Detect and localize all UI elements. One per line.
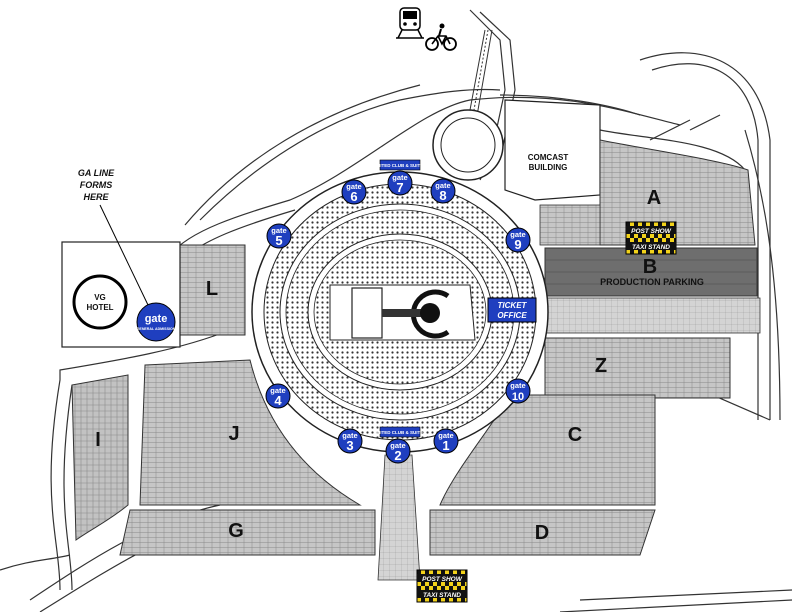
ticket-office[interactable]: TICKET OFFICE: [487, 297, 537, 323]
taxi-stand-south[interactable]: POST SHOW TAXI STAND: [416, 569, 468, 603]
gate-8-word: gate: [435, 181, 450, 190]
ga-gate-word: gate: [145, 313, 168, 325]
ga-line-note: GA LINE FORMS HERE: [78, 168, 149, 306]
lot-g-label: G: [228, 520, 244, 542]
south-walkway: [377, 454, 421, 581]
gate-1-number: 1: [442, 438, 449, 453]
gate-9[interactable]: gate 9: [505, 227, 531, 253]
stadium: [251, 171, 549, 453]
gate-5[interactable]: gate 5: [266, 223, 292, 249]
gate-10[interactable]: gate 10: [505, 378, 531, 404]
gate-5-word: gate: [271, 226, 286, 235]
comcast-building: COMCAST BUILDING: [504, 99, 601, 201]
gate-5-number: 5: [275, 233, 282, 248]
lot-z-label: Z: [595, 355, 607, 377]
taxi-south-line1: POST SHOW: [422, 576, 463, 583]
gate-7[interactable]: gate 7: [387, 170, 413, 196]
comcast-label-line2: BUILDING: [529, 163, 568, 172]
lot-a-access: [539, 204, 601, 246]
lot-i-area: [71, 374, 129, 541]
lot-z-area: [544, 337, 731, 399]
gate-4-number: 4: [274, 393, 282, 408]
taxi-south-line2: TAXI STAND: [423, 592, 461, 599]
gate-10-word: gate: [510, 381, 525, 390]
east-plaza: [529, 297, 761, 334]
united-club-bottom: UNITED CLUB & SUITES: [374, 426, 427, 438]
united-club-bottom-label: UNITED CLUB & SUITES: [374, 430, 427, 435]
gate-3-word: gate: [342, 431, 357, 440]
gate-4[interactable]: gate 4: [265, 383, 291, 409]
gate-7-word: gate: [392, 173, 407, 182]
ticket-office-line1: TICKET: [498, 301, 528, 310]
production-parking-label: PRODUCTION PARKING: [600, 277, 704, 287]
roundabout: [432, 109, 504, 181]
taxi-north-line2: TAXI STAND: [632, 244, 670, 251]
ga-gate[interactable]: gate GENERAL ADMISSION: [136, 302, 176, 342]
gate-6[interactable]: gate 6: [341, 179, 367, 205]
gate-3-number: 3: [346, 438, 353, 453]
gate-6-word: gate: [346, 182, 361, 191]
hotel-label-line1: VG: [94, 293, 106, 302]
gate-6-number: 6: [350, 189, 357, 204]
lot-j-area: [139, 359, 362, 506]
gate-1[interactable]: gate 1: [433, 428, 459, 454]
gate-2-word: gate: [390, 441, 405, 450]
united-club-top-label: UNITED CLUB & SUITES: [374, 163, 427, 168]
lot-g-area: [119, 509, 376, 556]
lot-b-stripes: [545, 259, 757, 285]
road-network: [0, 9, 792, 612]
hotel-circle: [72, 274, 128, 330]
ga-line-text1: GA LINE: [78, 168, 115, 178]
b-stage: [420, 303, 440, 323]
taxi-stand-north[interactable]: POST SHOW TAXI STAND: [625, 221, 677, 255]
gate-8-number: 8: [439, 188, 446, 203]
gate-8[interactable]: gate 8: [430, 178, 456, 204]
stage: [351, 287, 383, 339]
lot-j-label: J: [228, 423, 239, 445]
lot-a-area: [599, 139, 756, 246]
lot-a-label: A: [647, 187, 661, 209]
train-icon: [396, 7, 424, 39]
lot-b-label: B: [643, 256, 657, 278]
united-club-top: UNITED CLUB & SUITES: [374, 159, 427, 171]
lot-i-label: I: [95, 429, 101, 451]
gate-2[interactable]: gate 2: [385, 438, 411, 464]
lot-l-area: [179, 244, 246, 336]
gate-10-number: 10: [512, 391, 524, 403]
ga-line-text3: HERE: [83, 192, 109, 202]
bicycle-icon: [425, 23, 457, 51]
ticket-office-line2: OFFICE: [497, 311, 527, 320]
lot-c-label: C: [568, 424, 582, 446]
gate-9-number: 9: [514, 237, 521, 252]
gate-7-number: 7: [396, 180, 403, 195]
ga-gate-sub: GENERAL ADMISSION: [137, 327, 176, 331]
ga-line-pointer: [99, 204, 149, 306]
gate-3[interactable]: gate 3: [337, 428, 363, 454]
lot-l-label: L: [206, 278, 218, 300]
hotel-label-line2: HOTEL: [86, 303, 113, 312]
gate-2-number: 2: [394, 448, 401, 463]
lot-d-label: D: [535, 522, 549, 544]
gate-4-word: gate: [270, 386, 285, 395]
gate-9-word: gate: [510, 230, 525, 239]
taxi-north-line1: POST SHOW: [631, 228, 672, 235]
gate-1-word: gate: [438, 431, 453, 440]
comcast-label-line1: COMCAST: [528, 153, 569, 162]
catwalk: [382, 309, 432, 317]
lot-d-area: [429, 509, 656, 556]
ga-line-text2: FORMS: [80, 180, 113, 190]
